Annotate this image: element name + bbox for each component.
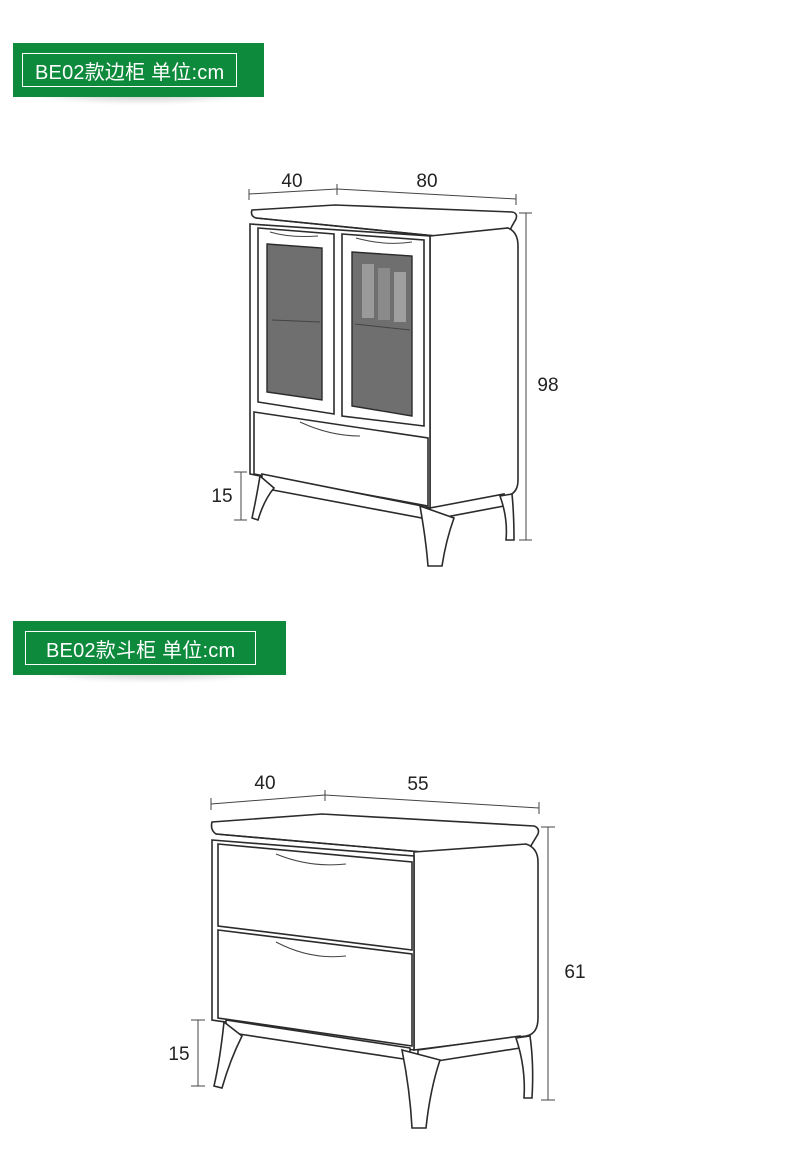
leg-front-left — [213, 1020, 244, 1089]
left-door-glass — [266, 243, 323, 401]
nightstand-title: BE02款斗柜 单位:cm — [25, 631, 257, 665]
depth-dimension-line — [248, 188, 338, 195]
bottom-drawer — [217, 929, 413, 1047]
leg-front-right — [400, 1048, 442, 1129]
bottom-drawer-handle — [275, 941, 347, 958]
leg-front-left — [251, 474, 276, 522]
right-door-handle — [355, 237, 413, 244]
cabinet-side — [429, 227, 519, 509]
width-dimension-line — [324, 794, 540, 809]
nightstand-drawing: 40 55 61 15 — [168, 773, 586, 1129]
leg-height-label: 15 — [211, 486, 232, 507]
side-cabinet-title: BE02款边柜 单位:cm — [22, 53, 238, 87]
left-door-handle — [269, 231, 319, 237]
height-label: 61 — [564, 962, 585, 983]
leg-back-right — [514, 1035, 534, 1099]
height-label: 98 — [537, 375, 558, 396]
side-cabinet-section: BE02款边柜 单位:cm 40 80 98 15 — [13, 43, 559, 567]
leg-front-right — [418, 504, 456, 567]
side-cabinet-drawing: 40 80 98 15 — [211, 171, 559, 567]
width-label: 55 — [407, 774, 428, 795]
leg-back-right — [498, 493, 515, 541]
width-label: 80 — [416, 171, 437, 192]
width-dimension-line — [336, 188, 517, 200]
leg-height-label: 15 — [168, 1044, 189, 1065]
nightstand-section: BE02款斗柜 单位:cm 40 55 61 15 — [0, 590, 790, 1176]
top-drawer-handle — [275, 853, 347, 866]
depth-dimension-line — [210, 794, 326, 805]
depth-label: 40 — [281, 171, 302, 192]
bottom-drawer — [253, 411, 429, 507]
cabinet-side — [413, 843, 539, 1051]
top-drawer — [217, 843, 413, 951]
side-cabinet-title-badge: BE02款边柜 单位:cm — [13, 43, 266, 105]
depth-label: 40 — [254, 773, 275, 794]
drawer-handle — [299, 421, 361, 437]
nightstand-title-badge: BE02款斗柜 单位:cm — [13, 621, 288, 683]
